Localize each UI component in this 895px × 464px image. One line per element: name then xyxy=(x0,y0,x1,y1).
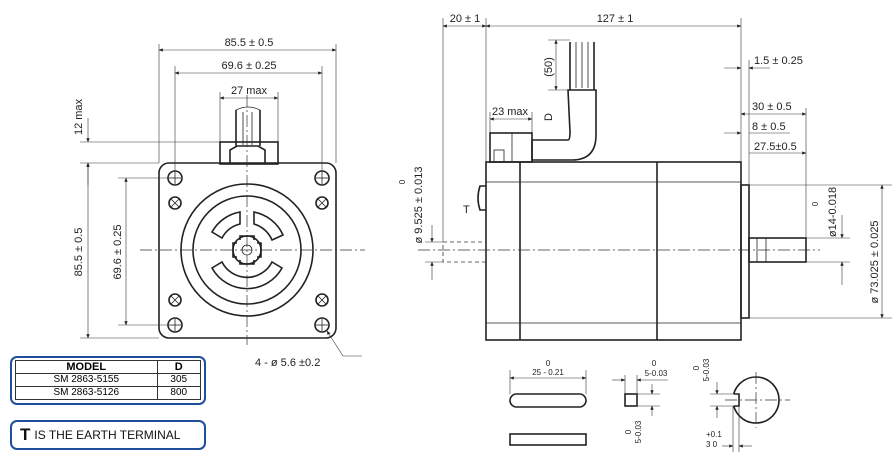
side-rear-shaft xyxy=(442,241,487,263)
key-top-view xyxy=(509,393,587,408)
model-table: MODEL D SM 2863-5155 305 SM 2863-5126 80… xyxy=(15,360,202,400)
d-cell: 800 xyxy=(156,386,202,400)
side-view: T 20 ± 1 127 ± 1 xyxy=(398,13,892,341)
dim-rear-shaft-length: 20 ± 1 xyxy=(450,13,481,25)
side-front-flange xyxy=(740,184,750,319)
dim-pilot-depth: 8 ± 0.5 xyxy=(752,121,786,133)
dim-key-position: 27.5±0.5 xyxy=(754,141,797,153)
dim-body-length: 127 ± 1 xyxy=(597,13,634,25)
front-shaft-key-notches xyxy=(232,235,262,265)
side-connector-body xyxy=(489,132,533,163)
model-header: MODEL xyxy=(15,360,158,374)
dim-mounting-holes: 4 - ø 5.6 ±0.2 xyxy=(255,357,320,369)
dim-cable-length: (50) xyxy=(543,57,555,77)
front-mounting-holes xyxy=(167,170,330,333)
dim-front-hole-spacing-width: 69.6 ± 0.25 xyxy=(222,60,277,72)
d-cell: 305 xyxy=(156,373,202,387)
dim-front-shaft-diameter: ø14-0.018 xyxy=(827,187,839,237)
dim-pilot-diameter: ø 73.025 ± 0.025 xyxy=(869,220,881,303)
d-header: D xyxy=(156,360,202,374)
front-pilot-circle xyxy=(180,183,314,317)
dim-rear-shaft-diameter: ø 9.525 ± 0.013 xyxy=(413,167,425,244)
dim-connector-height: 12 max xyxy=(73,98,85,135)
side-cable-boot xyxy=(531,89,597,161)
side-motor-body xyxy=(485,161,742,341)
table-row: SM 2863-5155 305 xyxy=(15,373,202,387)
dim-keyway-width: 5-0.03 xyxy=(702,358,711,381)
dim-keyway-depth: 3 0 xyxy=(706,440,718,449)
front-slot-1 xyxy=(210,211,241,240)
dim-shaft-length: 30 ± 0.5 xyxy=(752,101,792,113)
front-view: 85.5 ± 0.5 69.6 ± 0.25 27 max 12 max 85.… xyxy=(73,37,365,369)
dim-front-hole-spacing-height: 69.6 ± 0.25 xyxy=(112,225,124,280)
dim-key-length-sup: 0 xyxy=(546,359,551,368)
front-connector-body xyxy=(219,141,279,165)
dim-key-length: 25 - 0.21 xyxy=(532,368,564,377)
earth-note-symbol: T xyxy=(20,425,31,444)
dim-key-height: 5-0.03 xyxy=(634,420,643,443)
dim-front-shaft-diameter-sup: 0 xyxy=(811,201,820,206)
dim-cable-d-label: D xyxy=(543,113,555,121)
dim-key-width: 5-0.03 xyxy=(645,369,668,378)
dim-front-overall-height: 85.5 ± 0.5 xyxy=(73,228,85,277)
side-connector xyxy=(489,42,597,163)
dim-keyway-width-sup: 0 xyxy=(692,365,701,370)
model-cell: SM 2863-5155 xyxy=(15,373,158,387)
dim-flange-thickness: 1.5 ± 0.25 xyxy=(754,55,803,67)
key-end-view xyxy=(624,393,638,407)
dim-keyway-depth-sup: +0.1 xyxy=(706,430,722,439)
dim-rear-shaft-diameter-sup: 0 xyxy=(398,179,407,184)
front-flange-outline xyxy=(158,162,337,339)
earth-note-text: IS THE EARTH TERMINAL xyxy=(34,428,181,442)
key-details: 0 25 - 0.21 0 5-0.03 0 5-0.03 0 5-0.03 +… xyxy=(509,358,790,452)
front-inner-circle xyxy=(192,195,302,305)
table-row: SM 2863-5126 800 xyxy=(15,386,202,400)
model-table-panel: MODEL D SM 2863-5155 305 SM 2863-5126 80… xyxy=(10,356,206,405)
model-cell: SM 2863-5126 xyxy=(15,386,158,400)
dim-connector-depth: 23 max xyxy=(492,106,529,118)
dim-key-width-sup: 0 xyxy=(652,359,657,368)
dim-key-height-sup: 0 xyxy=(624,429,633,434)
earth-terminal-label: T xyxy=(463,204,470,216)
earth-terminal xyxy=(477,185,486,211)
front-slot-2 xyxy=(253,211,285,242)
dim-front-overall-width: 85.5 ± 0.5 xyxy=(225,37,274,49)
front-connector xyxy=(219,106,279,165)
front-shaft-center xyxy=(241,244,253,256)
side-front-shaft xyxy=(748,237,807,263)
earth-terminal-note: T IS THE EARTH TERMINAL xyxy=(10,420,206,450)
dim-connector-width: 27 max xyxy=(231,85,268,97)
front-slot-3 xyxy=(210,260,284,290)
key-side-view xyxy=(509,433,587,446)
